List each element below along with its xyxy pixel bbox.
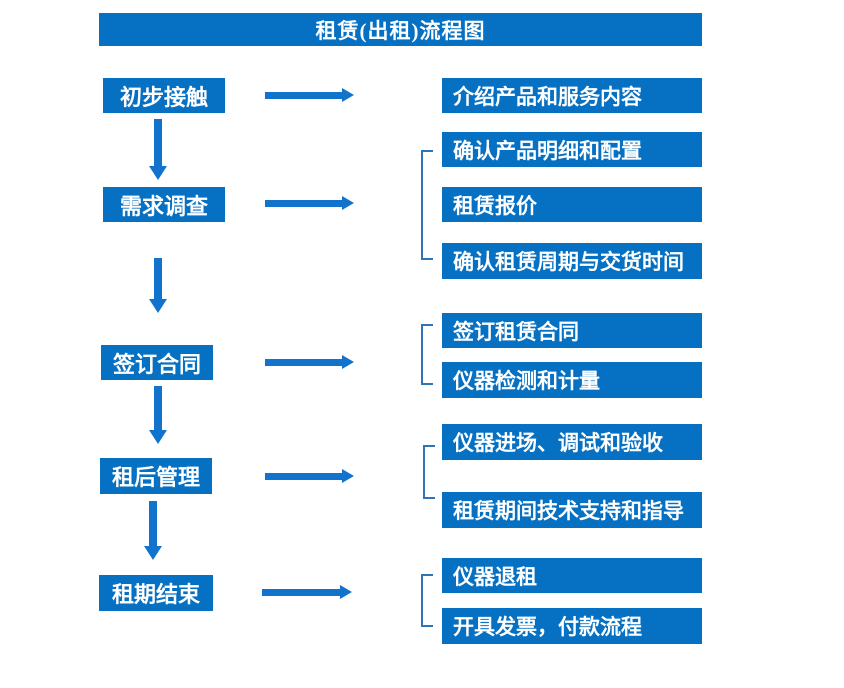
- down-arrow-icon: [149, 119, 167, 180]
- down-arrow-icon: [144, 501, 162, 560]
- stage-box-rental-end: 租期结束: [99, 575, 213, 611]
- detail-box-technical-support-guidance: 租赁期间技术支持和指导: [442, 492, 702, 528]
- right-arrow-icon: [265, 355, 354, 369]
- group-bracket: [421, 150, 433, 260]
- detail-box-instrument-entry-debug-acceptance: 仪器进场、调试和验收: [442, 424, 702, 460]
- detail-box-invoicing-payment-process: 开具发票，付款流程: [442, 608, 702, 644]
- detail-box-instrument-return: 仪器退租: [442, 558, 702, 593]
- detail-box-confirm-rental-period-delivery: 确认租赁周期与交货时间: [442, 243, 702, 279]
- detail-box-introduce-products-services: 介绍产品和服务内容: [442, 78, 702, 113]
- detail-box-instrument-testing-metering: 仪器检测和计量: [442, 362, 702, 398]
- right-arrow-icon: [265, 196, 354, 210]
- stage-box-initial-contact: 初步接触: [103, 78, 225, 113]
- detail-box-confirm-product-details: 确认产品明细和配置: [442, 132, 702, 167]
- detail-box-sign-rental-contract: 签订租赁合同: [442, 313, 702, 348]
- group-bracket: [423, 445, 435, 499]
- detail-box-rental-quotation: 租赁报价: [442, 187, 702, 222]
- group-bracket: [421, 574, 433, 627]
- flowchart-title: 租赁(出租)流程图: [99, 13, 702, 46]
- right-arrow-icon: [265, 88, 354, 102]
- stage-box-demand-survey: 需求调查: [103, 187, 225, 222]
- down-arrow-icon: [149, 386, 167, 444]
- right-arrow-icon: [265, 469, 354, 483]
- stage-box-sign-contract: 签订合同: [101, 345, 213, 380]
- right-arrow-icon: [262, 585, 352, 599]
- group-bracket: [421, 324, 433, 385]
- stage-box-post-rental-management: 租后管理: [100, 458, 212, 494]
- down-arrow-icon: [149, 258, 167, 313]
